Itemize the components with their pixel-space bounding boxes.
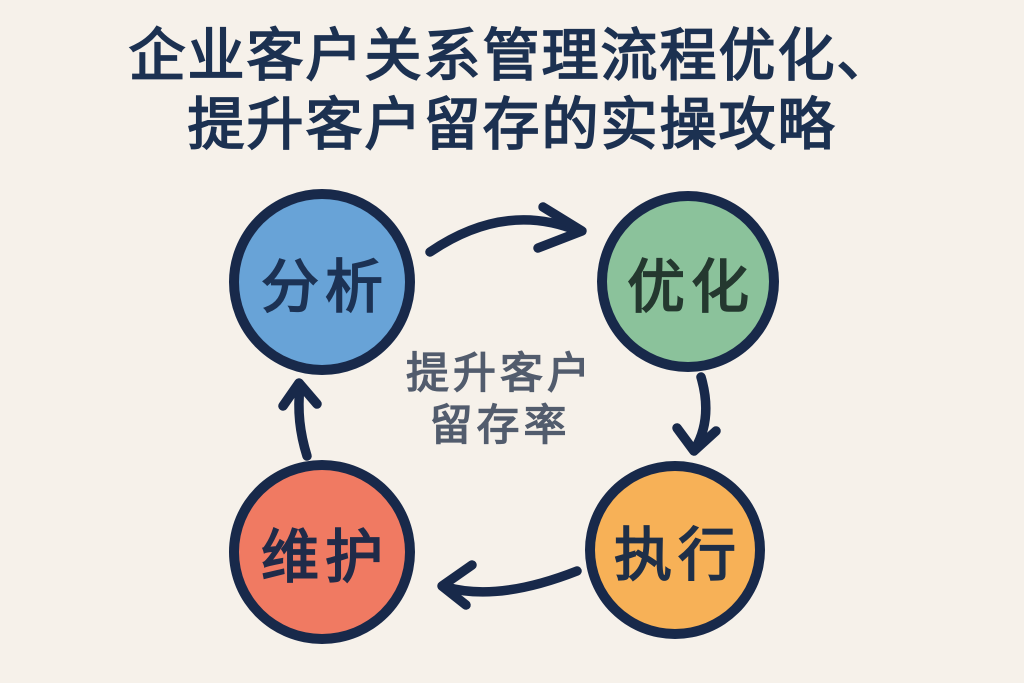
arrow-head-icon bbox=[533, 202, 587, 253]
arrow-optimization-to-execution-icon bbox=[672, 372, 721, 456]
cycle-node-analysis-label: 分析 bbox=[260, 255, 389, 320]
arrow-maintenance-to-analysis-icon bbox=[278, 378, 322, 461]
center-caption-line-1: 提升客户 bbox=[406, 350, 594, 398]
arrow-curve bbox=[425, 215, 583, 257]
center-caption-line-2: 留存率 bbox=[429, 401, 571, 450]
arrow-head-icon bbox=[672, 423, 721, 456]
cycle-node-maintenance: 维护 bbox=[229, 460, 415, 644]
cycle-node-execution-label: 执行 bbox=[613, 523, 742, 588]
page-title-line-2: 提升客户留存的实操攻略 bbox=[187, 92, 837, 157]
cycle-node-optimization: 优化 bbox=[597, 191, 779, 372]
arrow-head-icon bbox=[437, 560, 477, 610]
cycle-node-analysis: 分析 bbox=[229, 189, 415, 375]
cycle-node-optimization-label: 优化 bbox=[626, 254, 755, 320]
cycle-node-execution: 执行 bbox=[585, 461, 765, 639]
arrow-curve bbox=[294, 382, 312, 461]
page-title-line-1: 企业客户关系管理流程优化、 bbox=[128, 24, 896, 88]
arrow-analysis-to-optimization-icon bbox=[425, 202, 587, 257]
arrow-curve bbox=[441, 566, 582, 597]
page-title: 企业客户关系管理流程优化、 提升客户留存的实操攻略 bbox=[0, 22, 1024, 160]
center-caption: 提升客户 留存率 bbox=[360, 349, 640, 452]
arrow-head-icon bbox=[278, 378, 322, 411]
arrow-execution-to-maintenance-icon bbox=[437, 560, 582, 610]
cycle-node-maintenance-label: 维护 bbox=[260, 525, 389, 590]
arrow-curve bbox=[690, 372, 711, 454]
